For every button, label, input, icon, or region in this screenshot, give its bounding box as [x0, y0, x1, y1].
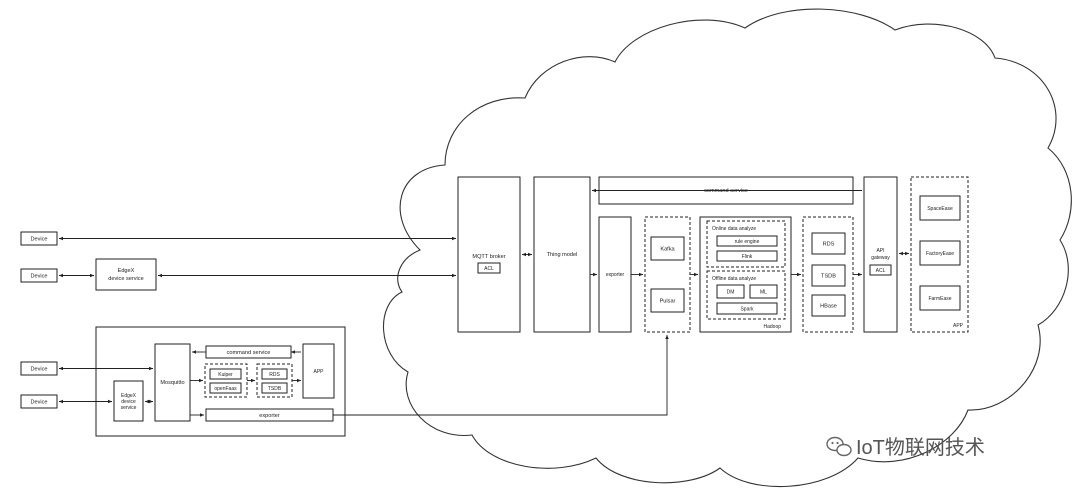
edge-exporter-label: exporter: [259, 413, 280, 419]
edge-tsdb-box: [261, 382, 288, 394]
mqtt-acl-label: ACL: [484, 266, 494, 272]
farmease-label: FarmEase: [928, 296, 951, 302]
ml-label: ML: [760, 290, 767, 296]
pulsar-box: [650, 288, 685, 313]
cloud-exporter-box: [598, 216, 632, 333]
hbase-label: HBase: [820, 304, 837, 310]
cloud-tsdb-label: TSDB: [821, 274, 836, 280]
spaceease-box: [919, 195, 961, 221]
edge-edgex-line3: service: [121, 405, 137, 411]
spark-box: [716, 302, 778, 315]
edgex-device-service-box: [95, 258, 157, 291]
edgex-label-line1: EdgeX: [118, 268, 135, 274]
device-1-label: Device: [30, 237, 47, 243]
edge-app-label: APP: [313, 369, 324, 375]
factoryease-box: [919, 240, 961, 266]
flink-label: Flink: [742, 254, 753, 260]
kuiper-box: [209, 368, 242, 380]
device-2-label: Device: [30, 274, 47, 280]
edge-exporter-cloud-mq: [333, 335, 669, 416]
kafka-box: [650, 236, 685, 261]
edge-tsdb-label: TSDB: [268, 386, 282, 392]
watermark-text: IoT物联网技术: [856, 436, 985, 459]
openfaas-label: openFaas: [214, 386, 237, 392]
hadoop-label: Hadoop: [763, 324, 781, 330]
cloud-app-label: APP: [953, 323, 964, 329]
device-3-box: [20, 361, 58, 376]
edge-stream-group: [204, 363, 248, 398]
rule-engine-label: rule engine: [735, 239, 760, 245]
device-2-box: [20, 268, 58, 283]
edge-rds-label: RDS: [269, 372, 280, 378]
online-analyze-group: [706, 220, 786, 268]
edge-edgex-line1: EdgeX: [121, 393, 137, 399]
edge-rds-box: [261, 368, 288, 380]
cloud-exporter-label: exporter: [606, 272, 625, 278]
thing-model-label: Thing model: [547, 252, 578, 258]
pulsar-label: Pulsar: [660, 299, 676, 305]
offline-analyze-title: Offline data analyze: [712, 276, 756, 282]
farmease-box: [919, 285, 961, 311]
ml-box: [749, 284, 778, 299]
mqtt-broker-label: MQTT broker: [472, 254, 505, 260]
mqtt-acl-box: [477, 262, 501, 274]
api-acl-label: ACL: [876, 268, 886, 274]
api-acl-box: [869, 264, 892, 276]
offline-analyze-group: [706, 270, 786, 320]
device-3-label: Device: [30, 367, 47, 373]
edgex-label-line2: device service: [108, 276, 143, 282]
device-1-box: [20, 231, 58, 246]
dm-box: [716, 284, 745, 299]
wechat-icon: [826, 436, 852, 457]
cloud-rds-box: [811, 232, 846, 255]
device-4-box: [20, 394, 58, 409]
mqtt-broker-box: [457, 176, 521, 333]
spark-label: Spark: [740, 307, 754, 313]
flink-box: [716, 250, 778, 262]
kuiper-label: Kuiper: [218, 372, 233, 378]
cloud-command-service-label: command service: [704, 188, 748, 194]
mosquitto-box: [154, 343, 191, 422]
kafka-label: Kafka: [660, 247, 675, 253]
cloud-tsdb-box: [811, 264, 846, 287]
factoryease-label: FactoryEase: [926, 251, 954, 257]
mosquitto-label: Mosquitto: [160, 380, 184, 386]
hbase-box: [811, 294, 846, 317]
api-gateway-box: [863, 176, 898, 333]
openfaas-box: [209, 382, 242, 394]
edge-edgex-line2: device: [121, 399, 136, 405]
hadoop-box: [699, 216, 792, 333]
thing-model-box: [533, 176, 591, 333]
edge-app-box: [302, 343, 335, 399]
dm-label: DM: [727, 290, 735, 296]
app-group: [910, 176, 969, 333]
rule-engine-box: [716, 235, 778, 247]
api-gateway-line1: API: [876, 248, 884, 254]
api-gateway-line2: gateway: [871, 255, 890, 261]
edge-edgex-box: [113, 380, 144, 422]
cloud-rds-label: RDS: [823, 242, 835, 248]
spaceease-label: SpaceEase: [927, 206, 953, 212]
online-analyze-title: Online data analyze: [712, 226, 756, 232]
edge-command-service-label: command service: [227, 350, 271, 356]
device-4-label: Device: [30, 400, 47, 406]
